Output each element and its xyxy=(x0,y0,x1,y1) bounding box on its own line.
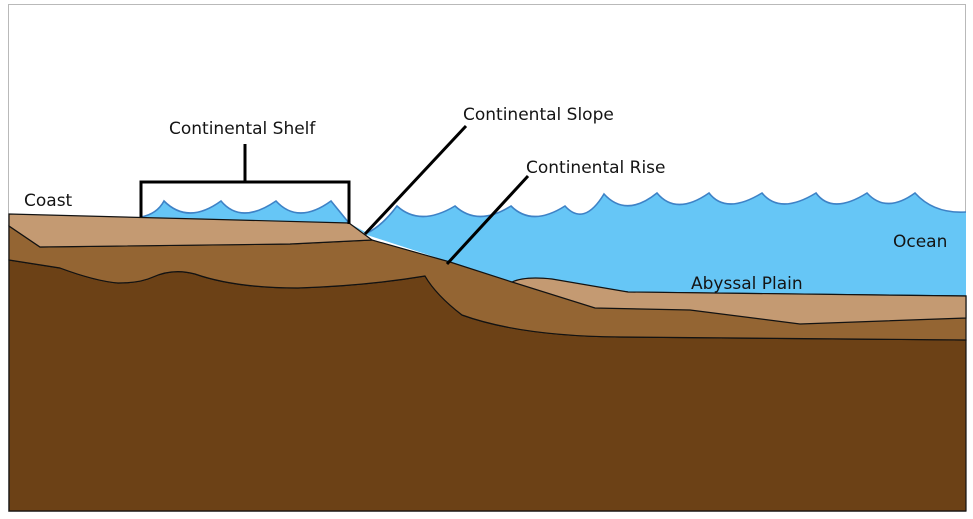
continental-shelf-label: Continental Shelf xyxy=(169,119,316,139)
wave-line xyxy=(140,191,967,234)
shelf-sediment xyxy=(8,213,374,248)
continental-slope-label: Continental Slope xyxy=(463,105,614,125)
continental-shelf-bracket xyxy=(139,144,351,224)
continental-slope-pointer xyxy=(363,124,468,236)
abyssal-plain-label: Abyssal Plain xyxy=(691,274,803,294)
continental-rise-label: Continental Rise xyxy=(526,158,666,178)
coast-label: Coast xyxy=(24,191,73,211)
continental-rise-pointer xyxy=(445,174,530,266)
ocean-label: Ocean xyxy=(893,232,948,252)
ocean-water xyxy=(141,193,966,296)
abyssal-sediment xyxy=(510,277,967,325)
